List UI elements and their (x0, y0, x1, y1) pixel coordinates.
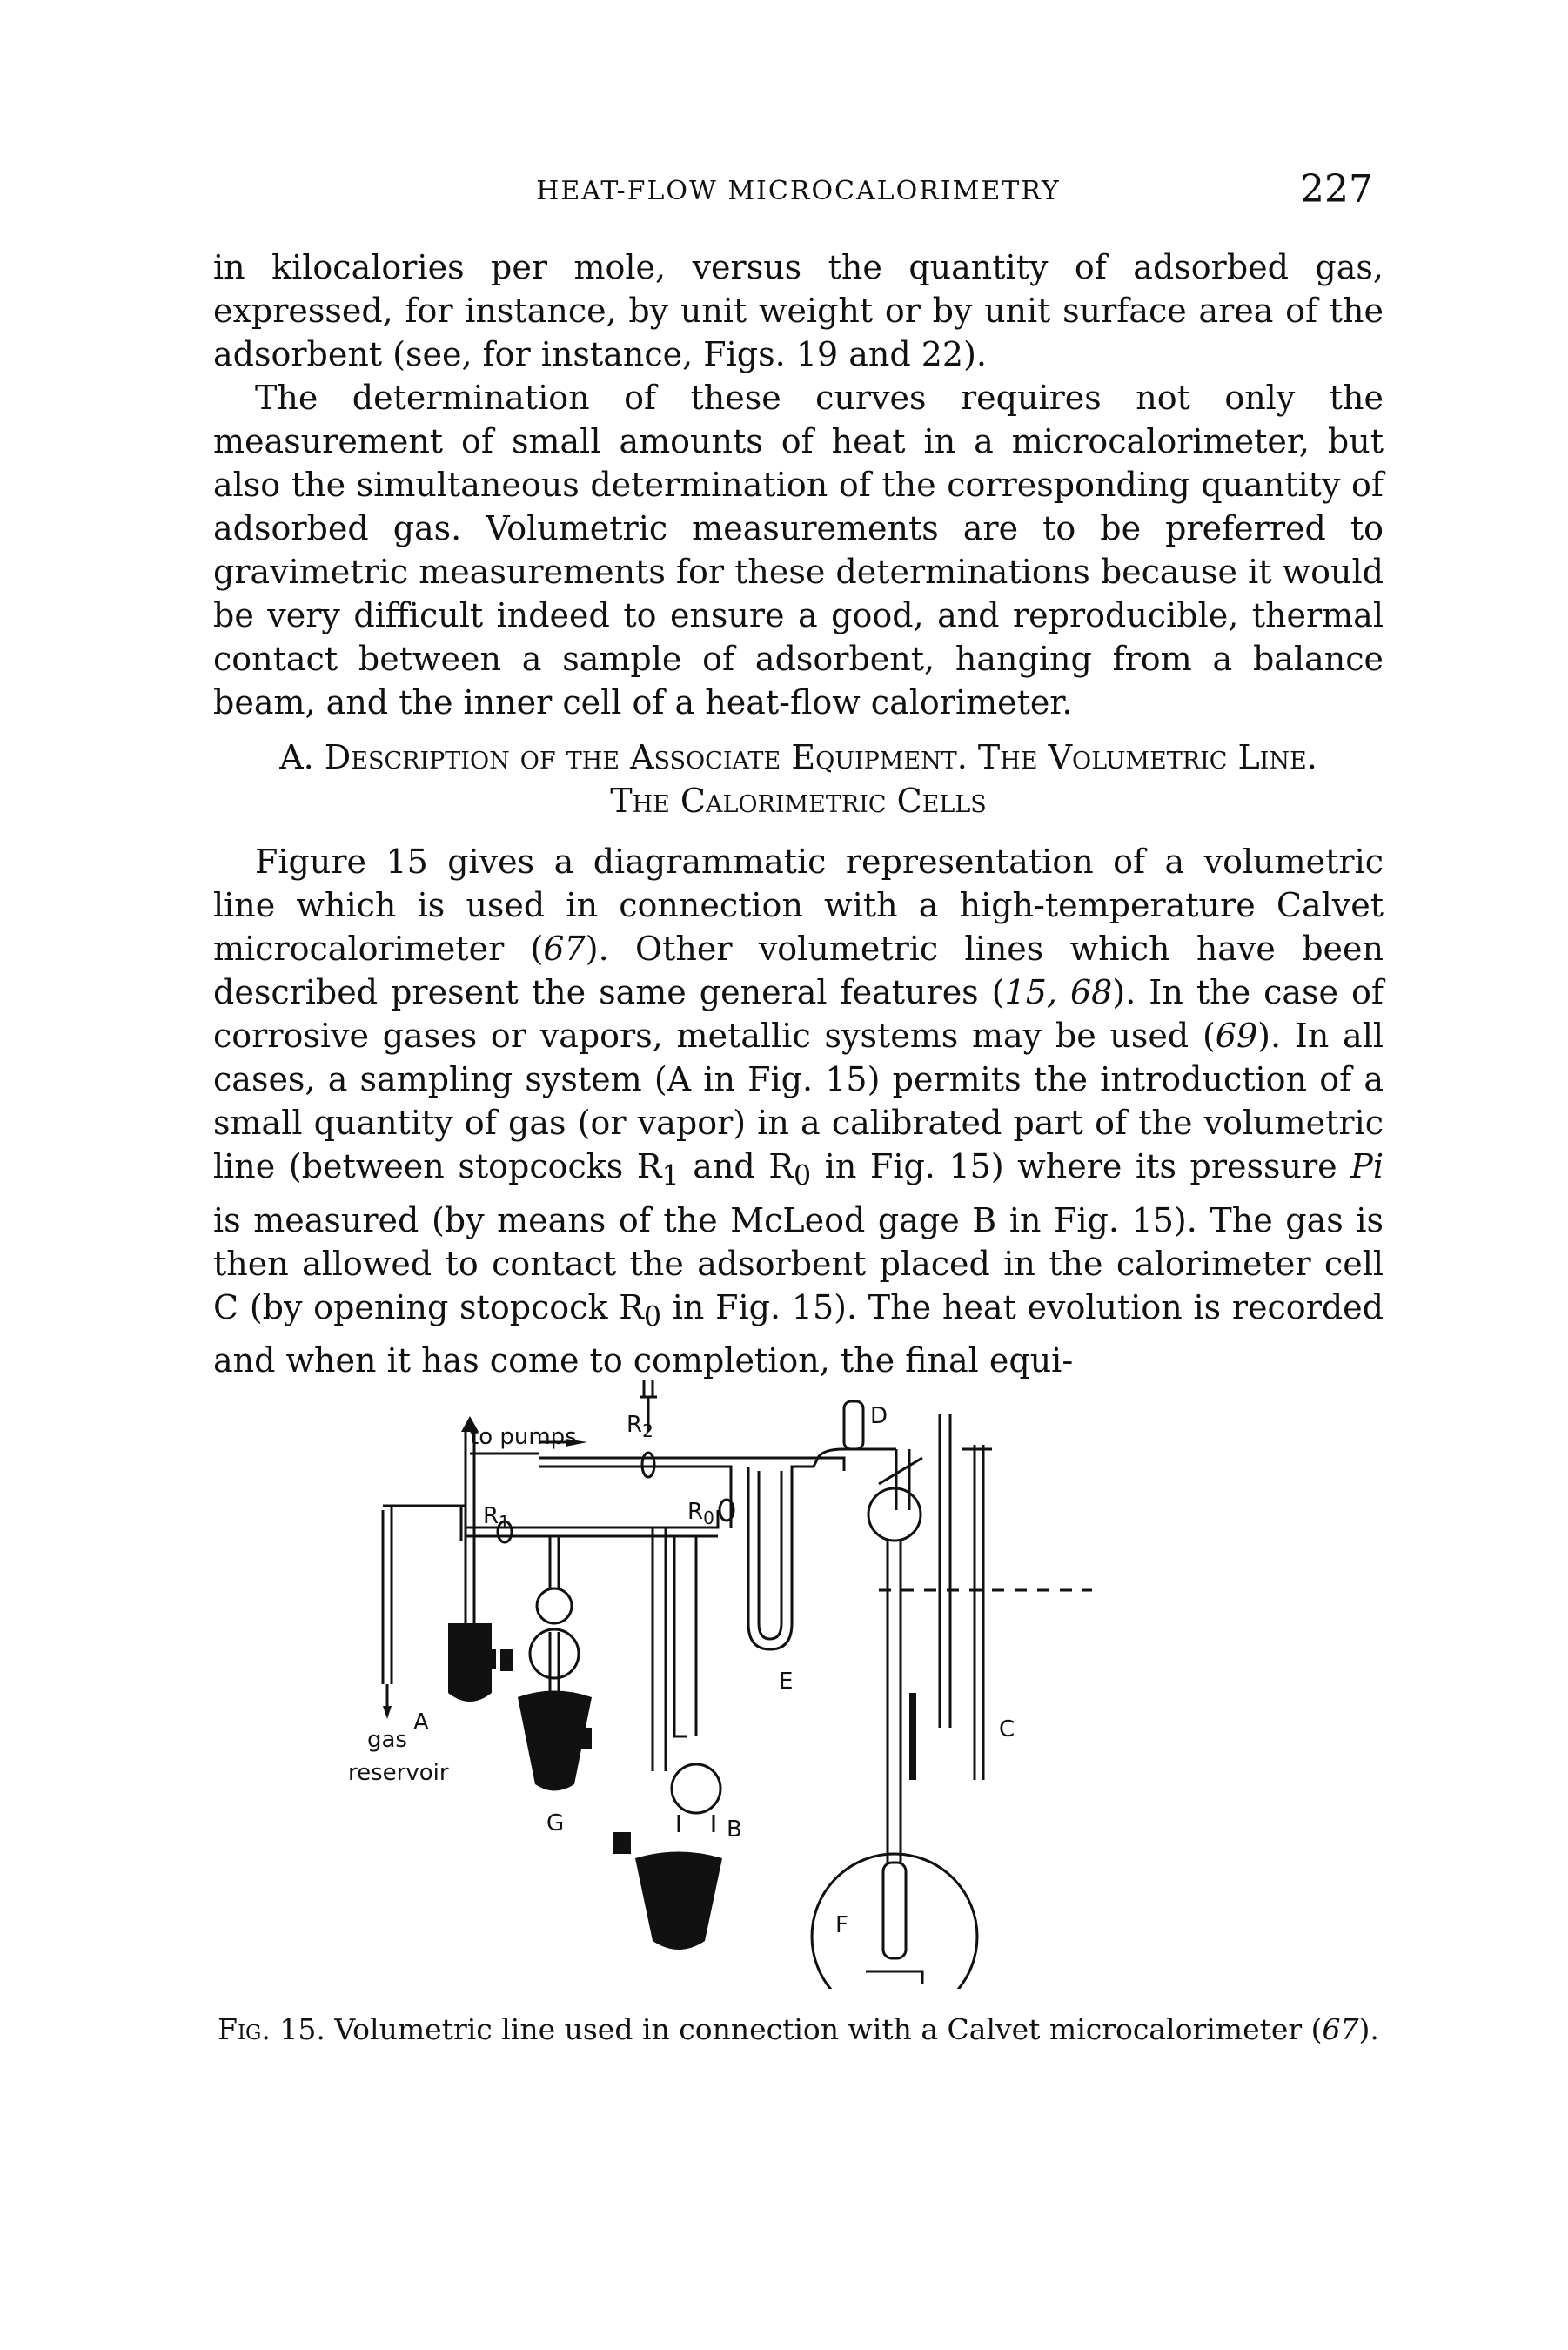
label-r2-letter: R (627, 1412, 642, 1438)
label-r1: R1 (483, 1503, 510, 1533)
cell-tube (938, 1414, 952, 1728)
calorimeter-cell-f (810, 1852, 979, 1989)
sample-a-bulb (448, 1623, 492, 1702)
text-run: ). Other volumetric lines which have bee… (213, 930, 1384, 1011)
text-run: in Fig. 15) where its pressure (811, 1147, 1351, 1185)
caption-label: Fig. 15. (218, 2012, 325, 2046)
figure-volumetric-line: to pumps R2 R1 R0 D E A gas reservoir G … (331, 1362, 1236, 1989)
label-reservoir: reservoir (348, 1760, 449, 1786)
subscript: 0 (793, 1160, 812, 1192)
lower-manifold (390, 1504, 720, 1529)
paragraph-figure-description: Figure 15 gives a diagrammatic represent… (213, 840, 1384, 1382)
page-header: HEAT-FLOW MICROCALORIMETRY 227 (213, 167, 1384, 219)
subscript: 1 (661, 1160, 680, 1192)
label-c: C (999, 1716, 1015, 1742)
section-heading-line-1: A. Description of the Associate Equipmen… (279, 738, 1317, 776)
caption-ref: 67 (1322, 2012, 1359, 2046)
paragraph-continued: in kilocalories per mole, versus the qua… (213, 248, 1384, 373)
label-r0-letter: R (687, 1499, 703, 1525)
diagram-fills (383, 1416, 916, 1950)
top-manifold (470, 1452, 733, 1528)
trap-d (842, 1400, 865, 1451)
stopcock-cell (867, 1487, 922, 1542)
figure-caption: Fig. 15. Volumetric line used in connect… (213, 2011, 1384, 2049)
caption-text: Volumetric line used in connection with … (325, 2012, 1323, 2046)
page-number: 227 (1300, 167, 1373, 212)
label-gas: gas (367, 1727, 407, 1753)
section-heading-line-2: The Calorimetric Cells (610, 782, 987, 820)
text-run: and R (679, 1147, 794, 1185)
label-g: G (546, 1810, 564, 1836)
u-tube-e (747, 1465, 814, 1651)
subscript: 0 (643, 1301, 662, 1333)
label-r2: R2 (627, 1412, 653, 1441)
flask-g (518, 1690, 592, 1791)
caption-end: ). (1358, 2012, 1379, 2046)
text-run: ). In the case of corrosive gases or vap… (213, 973, 1384, 1055)
text-run: ). In all cases, a sampling system (A in… (213, 1017, 1384, 1185)
label-f: F (835, 1912, 848, 1938)
label-r2-subscript: 2 (642, 1420, 653, 1441)
sampling-tube (464, 1432, 476, 1623)
label-to-pumps: to pumps (470, 1424, 577, 1450)
citation-ref: 67 (543, 930, 586, 968)
volumetric-line-diagram: to pumps R2 R1 R0 D E A gas reservoir G … (348, 1380, 1092, 1989)
citation-ref: 69 (1215, 1017, 1258, 1055)
label-a: A (413, 1709, 429, 1736)
text-run: in Fig. 15). The heat evolution is recor… (213, 1287, 1384, 1380)
body-text-top: in kilocalories per mole, versus the qua… (213, 245, 1384, 724)
mcleod-bulb (670, 1762, 722, 1815)
section-heading: A. Description of the Associate Equipmen… (213, 735, 1384, 822)
label-d: D (870, 1403, 888, 1429)
flask-b (635, 1851, 722, 1950)
body-text-bottom: Figure 15 gives a diagrammatic represent… (213, 840, 1384, 1382)
diagram-lines (381, 1380, 1092, 1989)
paragraph-determination: The determination of these curves requir… (213, 379, 1384, 722)
label-r0: R0 (687, 1499, 714, 1528)
label-r0-subscript: 0 (703, 1507, 714, 1528)
citation-ref: 15, 68 (1004, 973, 1113, 1011)
pressure-symbol: Pi (1350, 1147, 1384, 1185)
text-run: is measured (by means of the McLeod gage… (213, 1200, 1384, 1326)
gas-reservoir-line (381, 1510, 393, 1684)
label-b: B (727, 1816, 742, 1843)
running-head: HEAT-FLOW MICROCALORIMETRY (536, 176, 1061, 206)
label-e: E (779, 1668, 793, 1695)
label-r1-letter: R (483, 1503, 499, 1529)
label-r1-subscript: 1 (499, 1512, 510, 1533)
cell-c-rod (909, 1693, 916, 1780)
text-run: Figure 15 gives a diagrammatic represent… (213, 843, 1384, 968)
